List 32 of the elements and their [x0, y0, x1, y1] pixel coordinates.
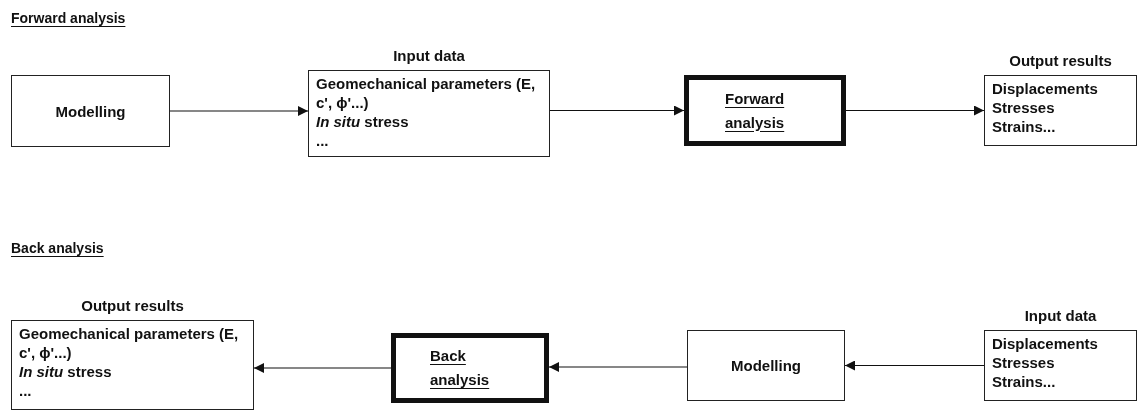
list-item: Strains... [992, 372, 1057, 391]
box-label: Back analysis [430, 346, 491, 390]
box-heading: Output results [1008, 52, 1113, 69]
list-item: Stresses [992, 98, 1056, 117]
list-item: In situ stress [19, 362, 113, 381]
list-item: ... [19, 381, 33, 400]
box-heading: Input data [392, 47, 466, 64]
box-label: Forward analysis [725, 88, 786, 133]
list-item: In situ stress [316, 112, 410, 131]
data-box [11, 75, 170, 147]
list-item: Stresses [992, 353, 1056, 372]
list-item: Geomechanical parameters (E, c', ϕ'...) [316, 74, 537, 112]
box-heading: Input data [1023, 307, 1098, 324]
box-label: Modelling [731, 356, 801, 375]
list-item: ... [316, 131, 330, 150]
data-box [687, 330, 845, 401]
process-box [391, 333, 549, 403]
process-box [684, 75, 846, 146]
list-item: Displacements [992, 79, 1099, 98]
arrow [549, 105, 685, 116]
section-title: Back analysis [11, 240, 104, 256]
list-item: Geomechanical parameters (E, c', ϕ'...) [19, 324, 240, 362]
arrow [845, 105, 985, 116]
arrow [253, 363, 392, 373]
list-item: Strains... [992, 117, 1057, 136]
box-heading: Output results [80, 297, 185, 314]
box-label: Modelling [55, 101, 126, 121]
list-item: Displacements [992, 334, 1099, 353]
arrow [169, 106, 309, 116]
arrow [548, 362, 688, 372]
section-title: Forward analysis [11, 10, 126, 26]
arrow [844, 360, 985, 371]
